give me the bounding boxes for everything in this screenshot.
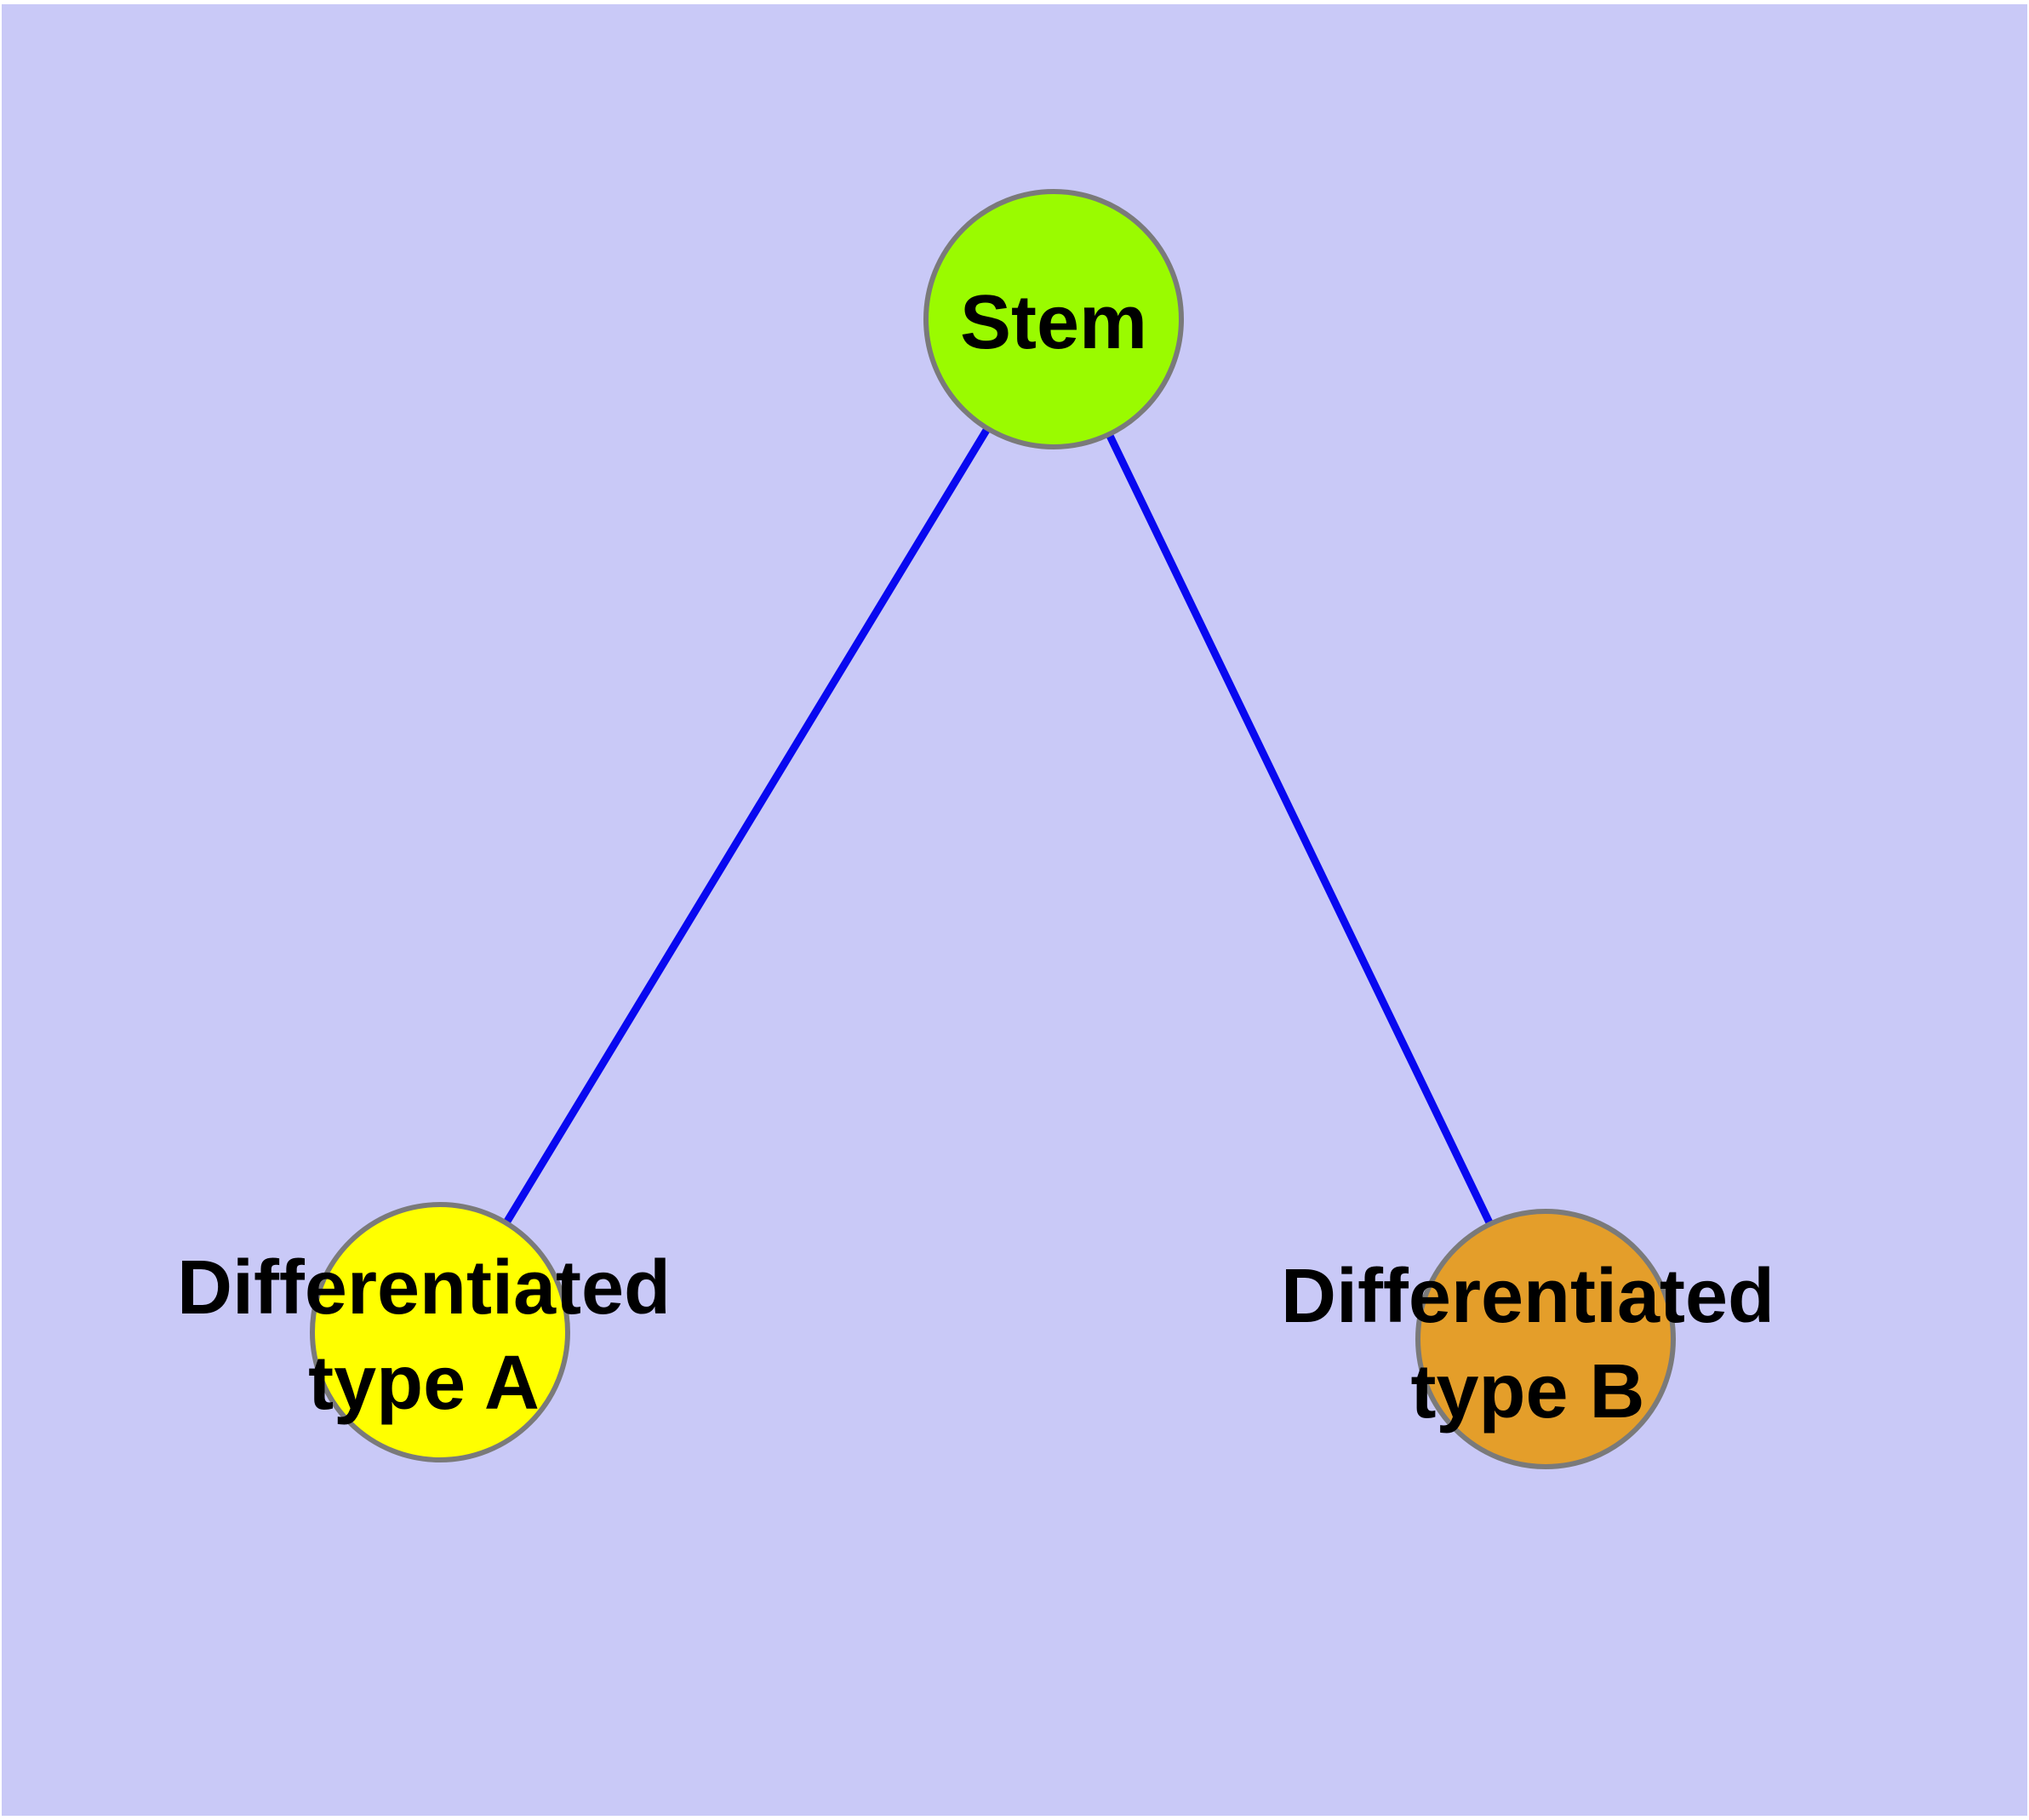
node-type-a-label-line2: type A xyxy=(308,1341,540,1426)
node-type-a-label-line1: Differentiated xyxy=(177,1245,671,1331)
node-type-b-label-line1: Differentiated xyxy=(1281,1254,1775,1339)
edge-stem-to-type-a xyxy=(437,317,1057,1335)
node-stem xyxy=(923,189,1184,449)
node-layer xyxy=(310,189,1676,1469)
node-differentiated-type-b xyxy=(1415,1209,1676,1469)
node-differentiated-type-a xyxy=(310,1202,570,1462)
node-type-b-label-line2: type B xyxy=(1410,1349,1644,1434)
label-layer: Stem Differentiated type A Differentiate… xyxy=(177,280,1775,1434)
edge-stem-to-type-b xyxy=(1049,318,1550,1341)
node-stem-label: Stem xyxy=(960,280,1147,365)
edge-layer xyxy=(437,317,1550,1341)
